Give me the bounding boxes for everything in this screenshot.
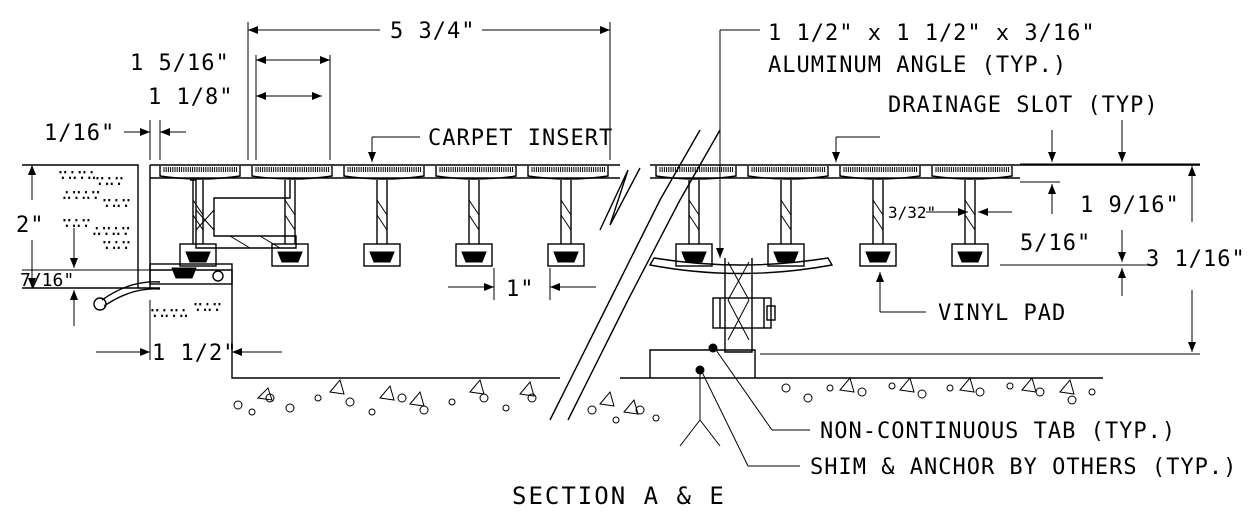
callout-angle-line2: ALUMINUM ANGLE (TYP.) (768, 53, 1067, 78)
carpet-bristles (255, 167, 330, 172)
dim-depth-a: 1 9/16" (1080, 193, 1180, 218)
dimension-lines (22, 22, 1200, 360)
callout-carpet: CARPET INSERT (428, 126, 613, 151)
carpet-bristles (751, 167, 826, 172)
svg-text:∵∴∵: ∵∴∵ (193, 297, 222, 316)
dim-spacing: 1" (506, 277, 535, 302)
callout-shim: SHIM & ANCHOR BY OTHERS (TYP.) (810, 455, 1237, 480)
deck-planks (149, 164, 1200, 285)
callout-tab: NON-CONTINUOUS TAB (TYP.) (820, 419, 1176, 444)
support-angle (648, 257, 834, 375)
svg-text:∴∵∴∵: ∴∵∴∵ (92, 221, 131, 240)
leaders (368, 29, 926, 467)
carpet-bristles (935, 167, 1010, 172)
carpet-bristles (347, 167, 422, 172)
dim-depth-b: 5/16" (1020, 231, 1091, 256)
carpet-bristles (439, 167, 514, 172)
dim-width-b: 1 1/8" (148, 85, 233, 110)
concrete-base (233, 349, 1103, 424)
svg-text:∴∵∴∵: ∴∵∴∵ (62, 185, 101, 204)
svg-text:∵∴∵∴: ∵∴∵∴ (58, 165, 97, 184)
carpet-bristles (531, 167, 606, 172)
dim-height-left: 2" (16, 213, 45, 238)
svg-text:∵∴∵∴: ∵∴∵∴ (150, 303, 189, 322)
dim-thickness: 3/32" (888, 203, 936, 222)
svg-text:∵∴∵: ∵∴∵ (102, 193, 131, 212)
carpet-bristles (843, 167, 918, 172)
left-curb: ∵∴∵∴ ∵∴∵ ∴∵∴∵ ∵∴∵ ∵∴∵ ∴∵∴∵ ∵∴∵ ∵∴∵∴ ∵∴∵ (22, 164, 560, 379)
dim-lip: 7/16" (20, 270, 74, 291)
curb-stipple: ∵∴∵∴ ∵∴∵ ∴∵∴∵ ∵∴∵ ∵∴∵ ∴∵∴∵ ∵∴∵ ∵∴∵∴ ∵∴∵ (58, 165, 222, 322)
svg-text:∵∴∵: ∵∴∵ (102, 235, 131, 254)
callout-vinyl: VINYL PAD (938, 301, 1066, 326)
callout-drainage: DRAINAGE SLOT (TYP) (888, 93, 1159, 118)
dim-gap: 1/16" (44, 121, 115, 146)
dim-overall-width: 5 3/4" (390, 19, 475, 44)
break-lines (549, 129, 721, 421)
carpet-bristles (659, 167, 734, 172)
svg-text:∵∴∵: ∵∴∵ (95, 171, 124, 190)
dim-overall-height: 3 1/16" (1146, 247, 1246, 272)
dim-width-a: 1 5/16" (130, 51, 230, 76)
dim-embed: 1 1/2" (152, 341, 237, 366)
carpet-bristles (163, 167, 238, 172)
labels: 5 3/4" 1 5/16" 1 1/8" 1/16" 2" 7/16" 1 1… (16, 19, 1246, 510)
callout-angle-line1: 1 1/2" x 1 1/2" x 3/16" (768, 21, 1096, 46)
svg-text:∵∴∵: ∵∴∵ (62, 213, 91, 232)
section-title: SECTION A & E (512, 482, 726, 510)
